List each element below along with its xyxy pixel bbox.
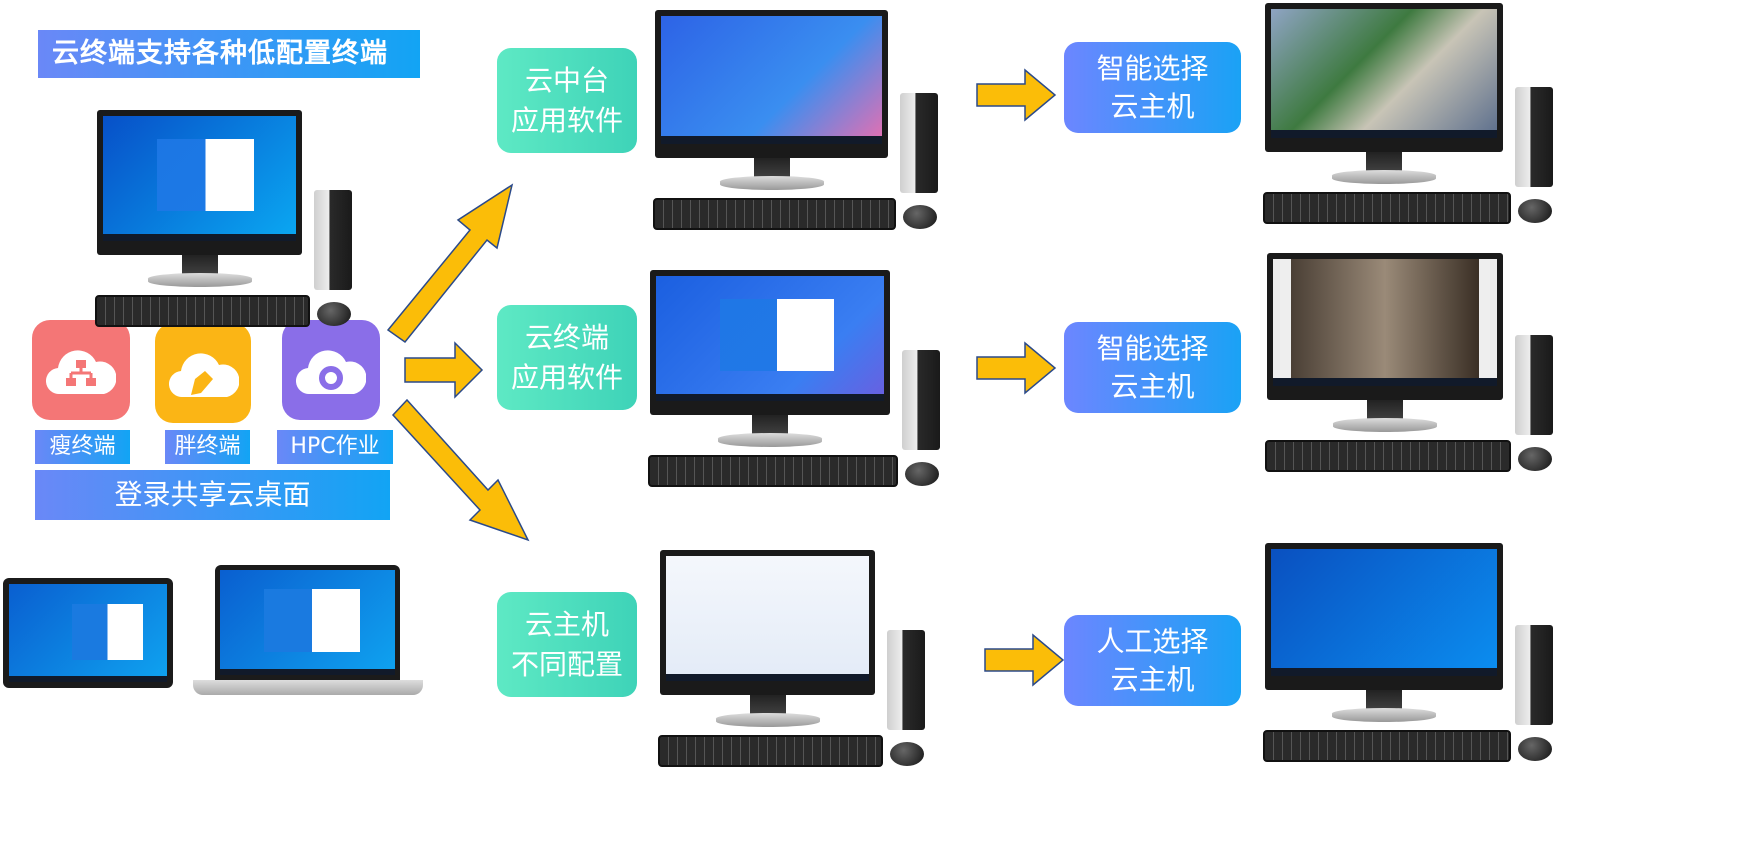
monitor-screen xyxy=(666,556,869,681)
tablet-device xyxy=(3,578,173,688)
monitor-base xyxy=(715,713,820,727)
box-line: 智能选择 xyxy=(1096,51,1209,85)
arrow-right-2 xyxy=(976,341,1057,395)
monitor xyxy=(1267,253,1503,400)
tablet-screen xyxy=(9,584,167,682)
manual-select-host-box: 人工选择云主机 xyxy=(1064,615,1241,706)
smart-select-host-box-1: 智能选择云主机 xyxy=(1064,42,1241,133)
box-line: 云主机 xyxy=(1110,662,1195,696)
monitor-base xyxy=(147,273,252,287)
smart-select-host-box-2: 智能选择云主机 xyxy=(1064,322,1241,413)
box-line: 智能选择 xyxy=(1096,331,1209,365)
mini-pc xyxy=(902,350,940,450)
mini-pc xyxy=(900,93,938,193)
monitor xyxy=(1265,543,1503,690)
monitor-base xyxy=(1332,708,1436,722)
mouse xyxy=(1518,199,1552,223)
mini-pc xyxy=(1515,87,1553,187)
monitor-screen xyxy=(656,276,884,401)
mini-pc xyxy=(1515,335,1553,435)
monitor-stand xyxy=(1366,690,1402,712)
arrow-up-right xyxy=(386,183,514,344)
keyboard xyxy=(95,295,310,327)
monitor xyxy=(650,270,890,415)
monitor-screen xyxy=(1271,9,1497,138)
monitor xyxy=(1265,3,1503,152)
mouse xyxy=(890,742,924,766)
monitor-base xyxy=(1333,418,1437,432)
mini-pc xyxy=(1515,625,1553,725)
monitor-stand xyxy=(181,255,218,277)
monitor-stand xyxy=(753,158,790,180)
keyboard xyxy=(653,198,896,230)
box-line: 云终端 xyxy=(524,320,609,354)
keyboard xyxy=(1263,192,1511,224)
mouse xyxy=(317,302,351,326)
monitor-base xyxy=(1332,170,1436,184)
box-line: 应用软件 xyxy=(510,103,623,137)
box-line: 应用软件 xyxy=(510,360,623,394)
monitor-screen xyxy=(661,16,882,144)
monitor-stand xyxy=(1366,152,1402,174)
login-shared-desktop-bar: 登录共享云桌面 xyxy=(35,470,390,520)
monitor-stand xyxy=(1367,400,1403,422)
mouse xyxy=(903,205,937,229)
monitor-base xyxy=(719,176,824,190)
box-line: 云主机 xyxy=(524,607,609,641)
mini-pc xyxy=(887,630,925,730)
login-dialog xyxy=(72,603,144,661)
taskbar xyxy=(1271,130,1497,138)
taskbar xyxy=(1273,378,1497,386)
laptop-device xyxy=(215,565,400,680)
taskbar xyxy=(1271,668,1497,676)
mouse xyxy=(1518,737,1552,761)
arrow-down-right xyxy=(391,398,530,542)
box-line: 云中台 xyxy=(524,63,609,97)
app-window xyxy=(719,298,834,371)
monitor xyxy=(660,550,875,695)
monitor xyxy=(97,110,302,255)
laptop-base xyxy=(193,680,423,695)
cloud-platform-apps-box: 云中台应用软件 xyxy=(497,48,637,153)
box-line: 不同配置 xyxy=(510,647,623,681)
mini-pc xyxy=(314,190,352,290)
hpc-label: HPC作业 xyxy=(277,430,393,464)
keyboard xyxy=(1263,730,1511,762)
mouse xyxy=(1518,447,1552,471)
box-line: 云主机 xyxy=(1110,369,1195,403)
taskbar xyxy=(103,233,296,241)
monitor-stand xyxy=(749,695,786,717)
monitor-screen xyxy=(103,116,296,241)
keyboard xyxy=(1265,440,1511,472)
arrow-right-1 xyxy=(976,68,1057,122)
monitor-screen xyxy=(1271,549,1497,676)
taskbar xyxy=(666,673,869,681)
keyboard xyxy=(658,735,883,767)
taskbar xyxy=(656,393,884,401)
box-line: 人工选择 xyxy=(1096,624,1209,658)
cloud-terminal-apps-box: 云终端应用软件 xyxy=(497,305,637,410)
monitor-screen xyxy=(1273,259,1497,386)
fat-terminal-label: 胖终端 xyxy=(165,430,250,464)
keyboard xyxy=(648,455,898,487)
taskbar xyxy=(661,136,882,144)
fat-terminal-icon xyxy=(155,323,251,423)
thin-terminal-label: 瘦终端 xyxy=(35,430,130,464)
page-title: 云终端支持各种低配置终端 xyxy=(38,30,420,78)
hpc-icon xyxy=(282,320,380,420)
cloud-host-configs-box: 云主机不同配置 xyxy=(497,592,637,697)
login-dialog xyxy=(263,588,360,652)
arrow-right-3 xyxy=(984,633,1065,687)
monitor-base xyxy=(718,433,822,447)
arrow-right xyxy=(404,341,484,399)
mouse xyxy=(905,462,939,486)
box-line: 云主机 xyxy=(1110,89,1195,123)
monitor xyxy=(655,10,888,158)
laptop-screen xyxy=(220,570,395,675)
thin-terminal-icon xyxy=(32,320,130,420)
monitor-stand xyxy=(752,415,788,437)
app-window xyxy=(157,138,254,211)
